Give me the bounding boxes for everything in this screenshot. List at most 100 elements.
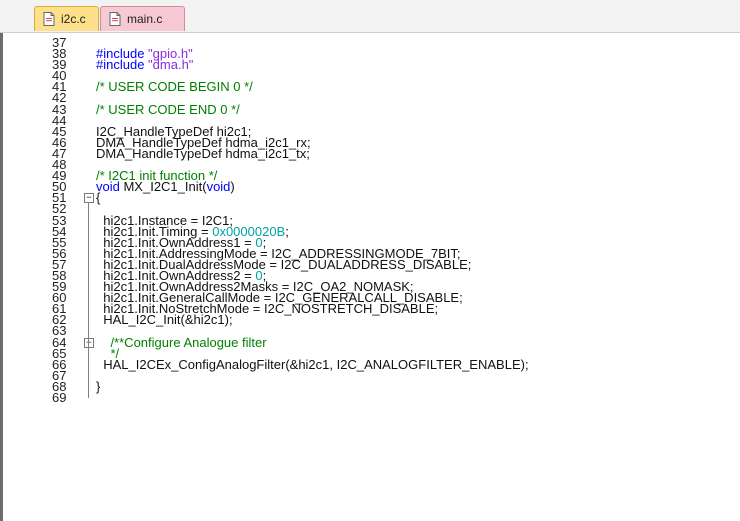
code-token: /**Configure Analogue filter: [96, 334, 267, 350]
line-number: 38: [52, 46, 67, 62]
code-token: void: [206, 179, 231, 195]
code-line[interactable]: 68}: [0, 378, 740, 394]
code-line[interactable]: 53 hi2c1.Instance = I2C1;: [0, 213, 740, 226]
code-token: ;: [262, 234, 267, 250]
line-number: 62: [52, 312, 67, 328]
code-line[interactable]: 63: [0, 323, 740, 339]
code-line[interactable]: 58 hi2c1.Init.OwnAddress2 = 0;: [0, 267, 740, 283]
line-number: 64: [52, 334, 67, 350]
code-line[interactable]: 54 hi2c1.Init.Timing = 0x0000020B;: [0, 223, 740, 239]
code-line[interactable]: 57 hi2c1.Init.DualAddressMode = I2C_DUAL…: [0, 256, 740, 272]
code-text: {: [96, 190, 101, 206]
line-number: 54: [52, 223, 67, 239]
code-line[interactable]: 48: [0, 157, 740, 173]
line-number: 48: [52, 157, 67, 173]
line-number: 51: [52, 190, 67, 206]
code-token: */: [96, 345, 120, 361]
line-number: 59: [52, 279, 67, 295]
code-line[interactable]: 67: [0, 367, 740, 383]
code-text: HAL_I2CEx_ConfigAnalogFilter(&hi2c1, I2C…: [96, 356, 529, 372]
code-line[interactable]: 59 hi2c1.Init.OwnAddress2Masks = I2C_OA2…: [0, 279, 740, 295]
line-number: 58: [52, 267, 67, 283]
code-token: ;: [262, 267, 267, 283]
code-line[interactable]: 39 #include "dma.h": [0, 57, 740, 73]
code-text: DMA_HandleTypeDef hdma_i2c1_tx;: [96, 145, 310, 161]
code-line[interactable]: 43 /* USER CODE END 0 */: [0, 101, 740, 117]
fold-collapse-icon[interactable]: −: [84, 193, 94, 204]
c-file-icon: [43, 12, 55, 26]
code-text: hi2c1.Init.Timing = 0x0000020B;: [96, 223, 289, 239]
code-line[interactable]: 37: [0, 36, 740, 49]
code-token: 0: [255, 234, 263, 250]
code-line[interactable]: 51 −{: [0, 190, 740, 206]
code-text: void MX_I2C1_Init(void): [96, 179, 235, 195]
code-line[interactable]: 66 HAL_I2CEx_ConfigAnalogFilter(&hi2c1, …: [0, 356, 740, 372]
line-number: 56: [52, 245, 67, 261]
tab-label: main.c: [127, 12, 163, 26]
code-line[interactable]: 69: [0, 391, 740, 404]
line-number: 52: [52, 201, 67, 217]
line-number: 40: [52, 68, 67, 84]
code-text: hi2c1.Init.GeneralCallMode = I2C_GENERAL…: [96, 290, 463, 306]
line-number: 63: [52, 323, 67, 339]
line-number: 60: [52, 290, 67, 306]
code-token: /* I2C1 init function */: [96, 168, 218, 184]
code-text: #include "gpio.h": [96, 46, 193, 62]
code-text: hi2c1.Init.NoStretchMode = I2C_NOSTRETCH…: [96, 301, 439, 317]
code-line[interactable]: 44: [0, 112, 740, 128]
code-token: MX_I2C1_Init(: [119, 179, 207, 195]
code-text: hi2c1.Init.OwnAddress2Masks = I2C_OA2_NO…: [96, 279, 414, 295]
code-line[interactable]: 38 #include "gpio.h": [0, 46, 740, 62]
code-text: /* USER CODE END 0 */: [96, 101, 240, 117]
line-number: 68: [52, 378, 67, 394]
code-line[interactable]: 52: [0, 201, 740, 217]
code-text: #include "dma.h": [96, 57, 194, 73]
code-token: /* USER CODE END 0 */: [96, 101, 240, 117]
line-number: 44: [52, 112, 67, 128]
tab-main-c[interactable]: main.c: [100, 6, 185, 31]
line-number: 41: [52, 79, 67, 95]
line-number: 49: [52, 168, 67, 184]
code-token: ;: [285, 223, 289, 239]
line-number: 55: [52, 234, 67, 250]
code-line[interactable]: 49 /* I2C1 init function */: [0, 168, 740, 184]
code-token: 0x0000020B: [212, 223, 286, 239]
fold-collapse-icon[interactable]: −: [84, 337, 94, 348]
code-token: #include: [96, 57, 149, 73]
code-token: 0: [255, 267, 263, 283]
line-number: 43: [52, 101, 67, 117]
line-number: 65: [52, 345, 67, 361]
code-line[interactable]: 61 hi2c1.Init.NoStretchMode = I2C_NOSTRE…: [0, 301, 740, 317]
tab-i2c-c[interactable]: i2c.c: [34, 6, 99, 31]
code-token: "gpio.h": [148, 46, 193, 62]
line-number: 66: [52, 356, 67, 372]
code-text: hi2c1.Init.DualAddressMode = I2C_DUALADD…: [96, 256, 472, 272]
code-token: hi2c1.Init.Timing =: [96, 223, 213, 239]
code-token: #include: [96, 46, 149, 62]
code-line[interactable]: 42: [0, 91, 740, 104]
line-number: 67: [52, 367, 67, 383]
code-text: DMA_HandleTypeDef hdma_i2c1_rx;: [96, 134, 311, 150]
code-line[interactable]: 65 */: [0, 345, 740, 361]
code-token: /* USER CODE BEGIN 0 */: [96, 79, 253, 95]
code-text: hi2c1.Init.OwnAddress1 = 0;: [96, 234, 267, 250]
code-text: /**Configure Analogue filter: [96, 334, 267, 350]
code-line[interactable]: 56 hi2c1.Init.AddressingMode = I2C_ADDRE…: [0, 245, 740, 261]
code-line[interactable]: 40: [0, 68, 740, 84]
code-token: ): [230, 179, 235, 195]
line-number: 39: [52, 57, 67, 73]
code-line[interactable]: 60 hi2c1.Init.GeneralCallMode = I2C_GENE…: [0, 290, 740, 306]
code-line[interactable]: 55 hi2c1.Init.OwnAddress1 = 0;: [0, 234, 740, 250]
code-line[interactable]: 62 HAL_I2C_Init(&hi2c1);: [0, 312, 740, 328]
code-token: hi2c1.Init.OwnAddress1 =: [96, 234, 256, 250]
code-text: /* USER CODE BEGIN 0 */: [96, 79, 253, 95]
code-token: "dma.h": [148, 57, 194, 73]
code-text: hi2c1.Init.AddressingMode = I2C_ADDRESSI…: [96, 245, 461, 261]
code-line[interactable]: 41 /* USER CODE BEGIN 0 */: [0, 79, 740, 95]
